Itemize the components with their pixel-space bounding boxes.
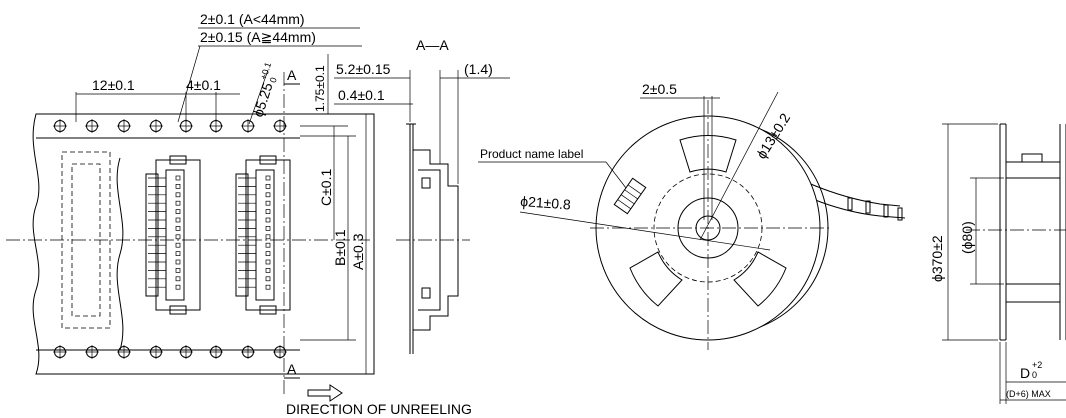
hub-dia-dim: (ϕ80)	[959, 221, 975, 254]
sprocket-hole	[85, 119, 99, 133]
contact-cell	[265, 200, 271, 206]
contact-cell	[175, 259, 181, 265]
sprocket-hole	[149, 119, 163, 133]
contact-cell	[265, 234, 271, 240]
svg-text:ϕ5.25: ϕ5.25	[250, 80, 276, 119]
dim-c: C±0.1	[318, 169, 334, 206]
contact-cell	[265, 276, 271, 282]
svg-text:0: 0	[268, 76, 279, 84]
contact-cell	[265, 242, 271, 248]
contact-cell	[175, 209, 181, 214]
tape-pocket	[897, 207, 903, 221]
sprocket-hole	[241, 119, 255, 133]
pitch-tol-small: 2±0.1 (A<44mm)	[200, 11, 305, 27]
sprocket-hole	[117, 119, 131, 133]
contact-cell	[265, 175, 271, 181]
sprocket-hole	[85, 345, 99, 359]
section-mark-top: A	[287, 67, 297, 83]
sprocket-hole	[179, 345, 193, 359]
section-thickness-dim: 0.4±0.1	[338, 87, 385, 103]
reel-window-right	[733, 251, 787, 307]
sprocket-holes-top	[53, 119, 287, 133]
pocket-profile	[413, 149, 459, 331]
connector-1	[145, 155, 201, 315]
contact-cell	[175, 234, 181, 240]
slot-dim: 2±0.5	[642, 81, 677, 97]
unreel-direction-arrow	[307, 384, 343, 402]
contact-cell	[175, 184, 181, 189]
contact-cell	[265, 259, 271, 265]
reel-window-left	[629, 251, 683, 307]
reel-window-top	[679, 135, 737, 173]
section-title: A—A	[416, 37, 449, 53]
max-width-dim: (D+6) MAX	[1006, 389, 1051, 399]
tape-pocket	[883, 204, 889, 218]
svg-text:0: 0	[1032, 370, 1037, 380]
contact-cell	[175, 192, 181, 198]
tape-pocket	[847, 197, 853, 211]
sprocket-hole	[273, 345, 287, 359]
reel-side-view: ϕ370±2 (ϕ80) D +2 0 (D+6) MAX	[929, 123, 1066, 404]
contact-cell	[175, 200, 181, 206]
contact-cell	[265, 184, 271, 189]
hole-diameter-dim: ϕ5.25 +0.1 0	[250, 61, 279, 119]
svg-text:+2: +2	[1032, 360, 1042, 370]
contact-cell	[265, 209, 271, 214]
section-view: A—A 5.2±0.15 (1.4) 0.4±0.1	[334, 37, 510, 354]
product-label-rect	[613, 177, 647, 215]
reel-front-view: 2±0.5 ϕ13±0.2 Product name label ϕ21±0.8	[478, 81, 906, 350]
sprocket-hole	[273, 119, 287, 133]
contact-cell	[175, 226, 181, 231]
sprocket-hole	[149, 345, 163, 359]
hub-dim: ϕ21±0.8	[520, 193, 572, 213]
edge-offset-dim: 1.75±0.1	[313, 65, 327, 112]
pitch-12-dim: 12±0.1	[92, 77, 135, 93]
outer-dia-dim: ϕ370±2	[929, 235, 945, 282]
contact-cell	[265, 192, 271, 198]
contact-cell	[265, 268, 271, 273]
product-label-text: Product name label	[480, 147, 583, 161]
contact-cell	[175, 217, 181, 223]
contact-cell	[265, 284, 271, 290]
contact-cell	[175, 175, 181, 181]
width-d-dim: D	[1020, 365, 1030, 381]
contact-cell	[265, 217, 271, 223]
pitch-4-dim: 4±0.1	[186, 77, 221, 93]
section-height-ref: (1.4)	[464, 61, 493, 77]
section-width-dim: 5.2±0.15	[336, 61, 391, 77]
contact-cell	[175, 268, 181, 273]
contact-cell	[175, 276, 181, 282]
tape-pocket	[865, 200, 871, 214]
sprocket-hole	[53, 345, 67, 359]
contact-cell	[265, 251, 271, 256]
contact-cell	[175, 251, 181, 256]
sprocket-hole	[241, 345, 255, 359]
sprocket-hole	[117, 345, 131, 359]
contact-cell	[175, 242, 181, 248]
tape-view: A A 12±0.1 4±0.1 2±0.1 (A<44mm) 2±0.15 (…	[6, 11, 472, 417]
hidden-pocket	[61, 151, 111, 329]
sprocket-hole	[53, 119, 67, 133]
sprocket-hole	[209, 345, 223, 359]
contact-cell	[175, 284, 181, 290]
pitch-tol-large: 2±0.15 (A≧44mm)	[200, 29, 316, 45]
section-mark-bottom: A	[287, 361, 297, 377]
contact-cell	[265, 226, 271, 231]
connector-2	[235, 155, 291, 315]
tape-break-line	[116, 157, 124, 351]
carrier-tape-outline	[32, 113, 375, 375]
dim-b: B±0.1	[332, 229, 348, 266]
dim-a: A±0.3	[350, 233, 366, 270]
direction-label: DIRECTION OF UNREELING	[286, 401, 472, 417]
sprocket-holes-bottom	[53, 345, 287, 359]
